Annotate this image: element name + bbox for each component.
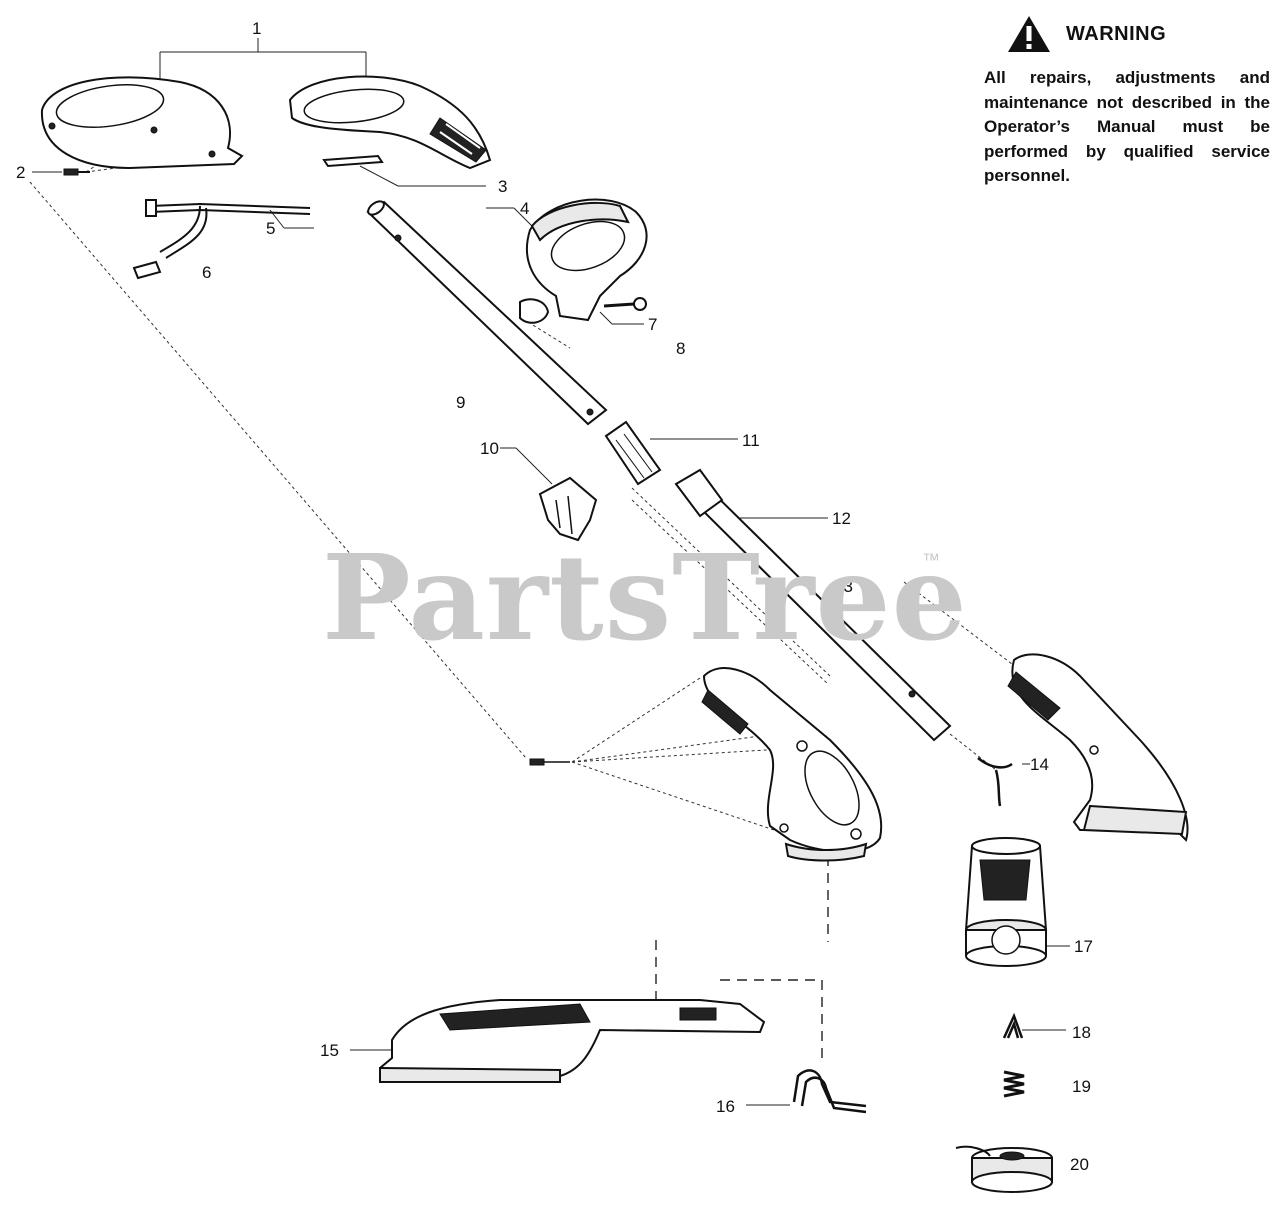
spring-clip-18 [1002,1012,1024,1039]
callout-15: 15 [320,1041,339,1060]
callout-18: 18 [1072,1023,1091,1042]
clip-16 [792,1069,867,1114]
callout-2: 2 [16,163,25,182]
callout-6: 6 [202,263,211,282]
callout-10: 10 [480,439,499,458]
screw-lower [529,758,570,766]
warning-box: WARNING All repairs, adjustments and mai… [984,14,1270,189]
clip-14 [977,757,1013,807]
callout-8: 8 [676,339,685,358]
wing-knob-8 [519,298,550,324]
callout-16: 16 [716,1097,735,1116]
spring-19 [1003,1070,1025,1098]
callout-13: 13 [834,577,853,596]
callout-1: 1 [252,19,261,38]
warning-heading: WARNING [1006,14,1270,54]
warning-triangle-icon [1008,16,1050,52]
motor-housing [1007,653,1189,842]
bolt-7 [603,297,647,311]
screw-2 [63,168,90,176]
callout-9: 9 [456,393,465,412]
callout-3: 3 [498,177,507,196]
callout-12: 12 [832,509,851,528]
warning-title: WARNING [1066,22,1167,45]
upper-tube [366,200,608,426]
lower-tube [674,468,952,742]
callout-5: 5 [266,219,275,238]
clamp-3 [322,154,384,168]
motor-17 [964,837,1048,967]
coupler-11 [604,420,662,486]
auxiliary-handle [525,198,648,322]
lower-handle-body [701,667,883,862]
callout-7: 7 [648,315,657,334]
upper-handle-right-half [288,75,492,170]
callout-11: 11 [742,431,760,450]
watermark-trademark: ™ [922,550,940,570]
callout-17: 17 [1074,937,1093,956]
callout-20: 20 [1070,1155,1089,1174]
power-cord [145,199,311,259]
watermark: PartsTree [322,528,968,667]
callout-14: 14 [1030,755,1049,774]
callout-4: 4 [520,199,529,218]
warning-text: All repairs, adjustments and maintenance… [984,68,1270,185]
bracket-10 [538,476,598,542]
callout-19: 19 [1072,1077,1091,1096]
callouts: 1 2 3 4 5 6 7 8 9 10 11 12 13 14 15 16 1… [16,19,1093,1174]
spool-20 [955,1145,1053,1193]
guard-15 [379,999,766,1083]
upper-handle-left-half [40,76,244,170]
terminal-6 [132,260,162,280]
